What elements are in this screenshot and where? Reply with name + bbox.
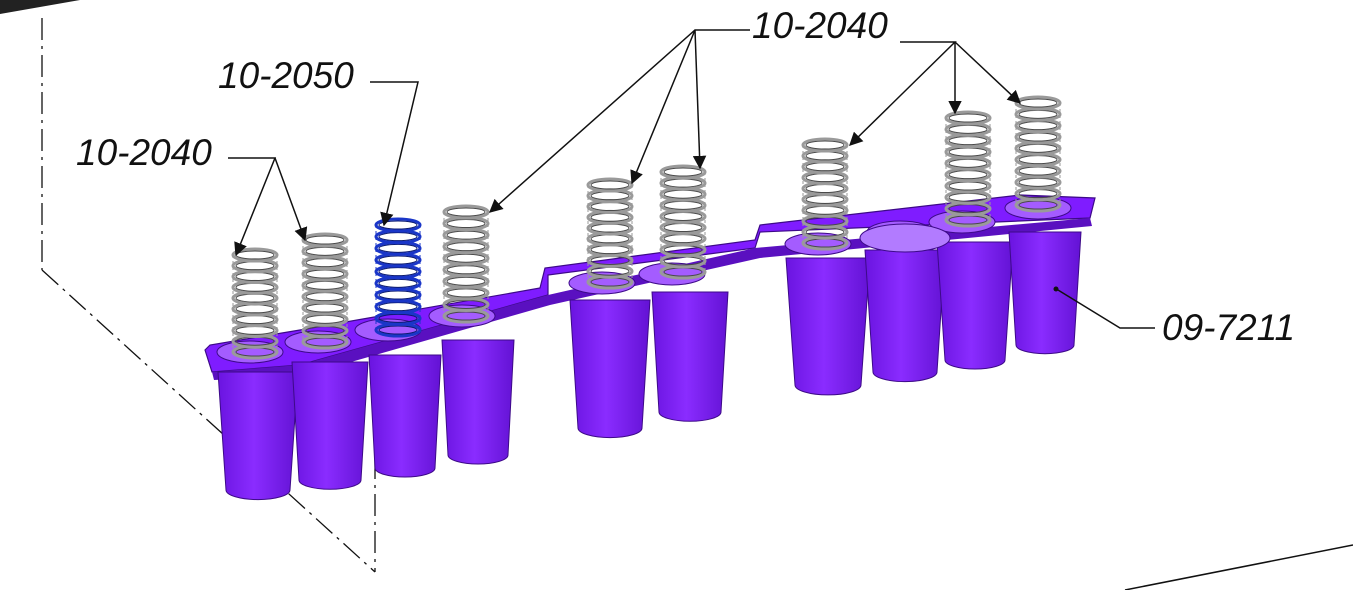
cup <box>217 371 299 501</box>
cup <box>368 354 442 478</box>
cup <box>785 257 871 396</box>
spring-silver <box>944 110 992 228</box>
spring-silver <box>801 137 849 251</box>
spring-silver <box>442 204 490 324</box>
cup <box>441 339 515 465</box>
spring-blue <box>374 217 422 338</box>
cup <box>936 241 1014 370</box>
floor-line <box>1124 544 1353 590</box>
springs <box>231 95 1062 360</box>
frame-corner <box>0 0 80 14</box>
callout-blue-spring: 10-2050 <box>218 55 354 96</box>
spring-silver <box>301 232 349 350</box>
callout-top-right: 10-2040 <box>752 5 888 46</box>
platform-edge <box>212 218 1092 380</box>
spring-silver <box>231 247 279 360</box>
callout-body: 09-7211 <box>1162 307 1295 348</box>
cup <box>291 361 369 490</box>
callout-left: 10-2040 <box>76 132 212 173</box>
holder-body <box>204 194 1096 501</box>
construction-lines <box>41 18 376 573</box>
cup <box>651 291 729 422</box>
spring-silver <box>659 164 707 280</box>
cup <box>1008 231 1082 355</box>
spring-silver <box>586 177 634 290</box>
center-well <box>859 223 951 253</box>
cup <box>569 299 651 439</box>
cup <box>864 249 946 383</box>
leader-lines <box>228 29 1155 329</box>
spring-silver <box>1014 95 1062 213</box>
